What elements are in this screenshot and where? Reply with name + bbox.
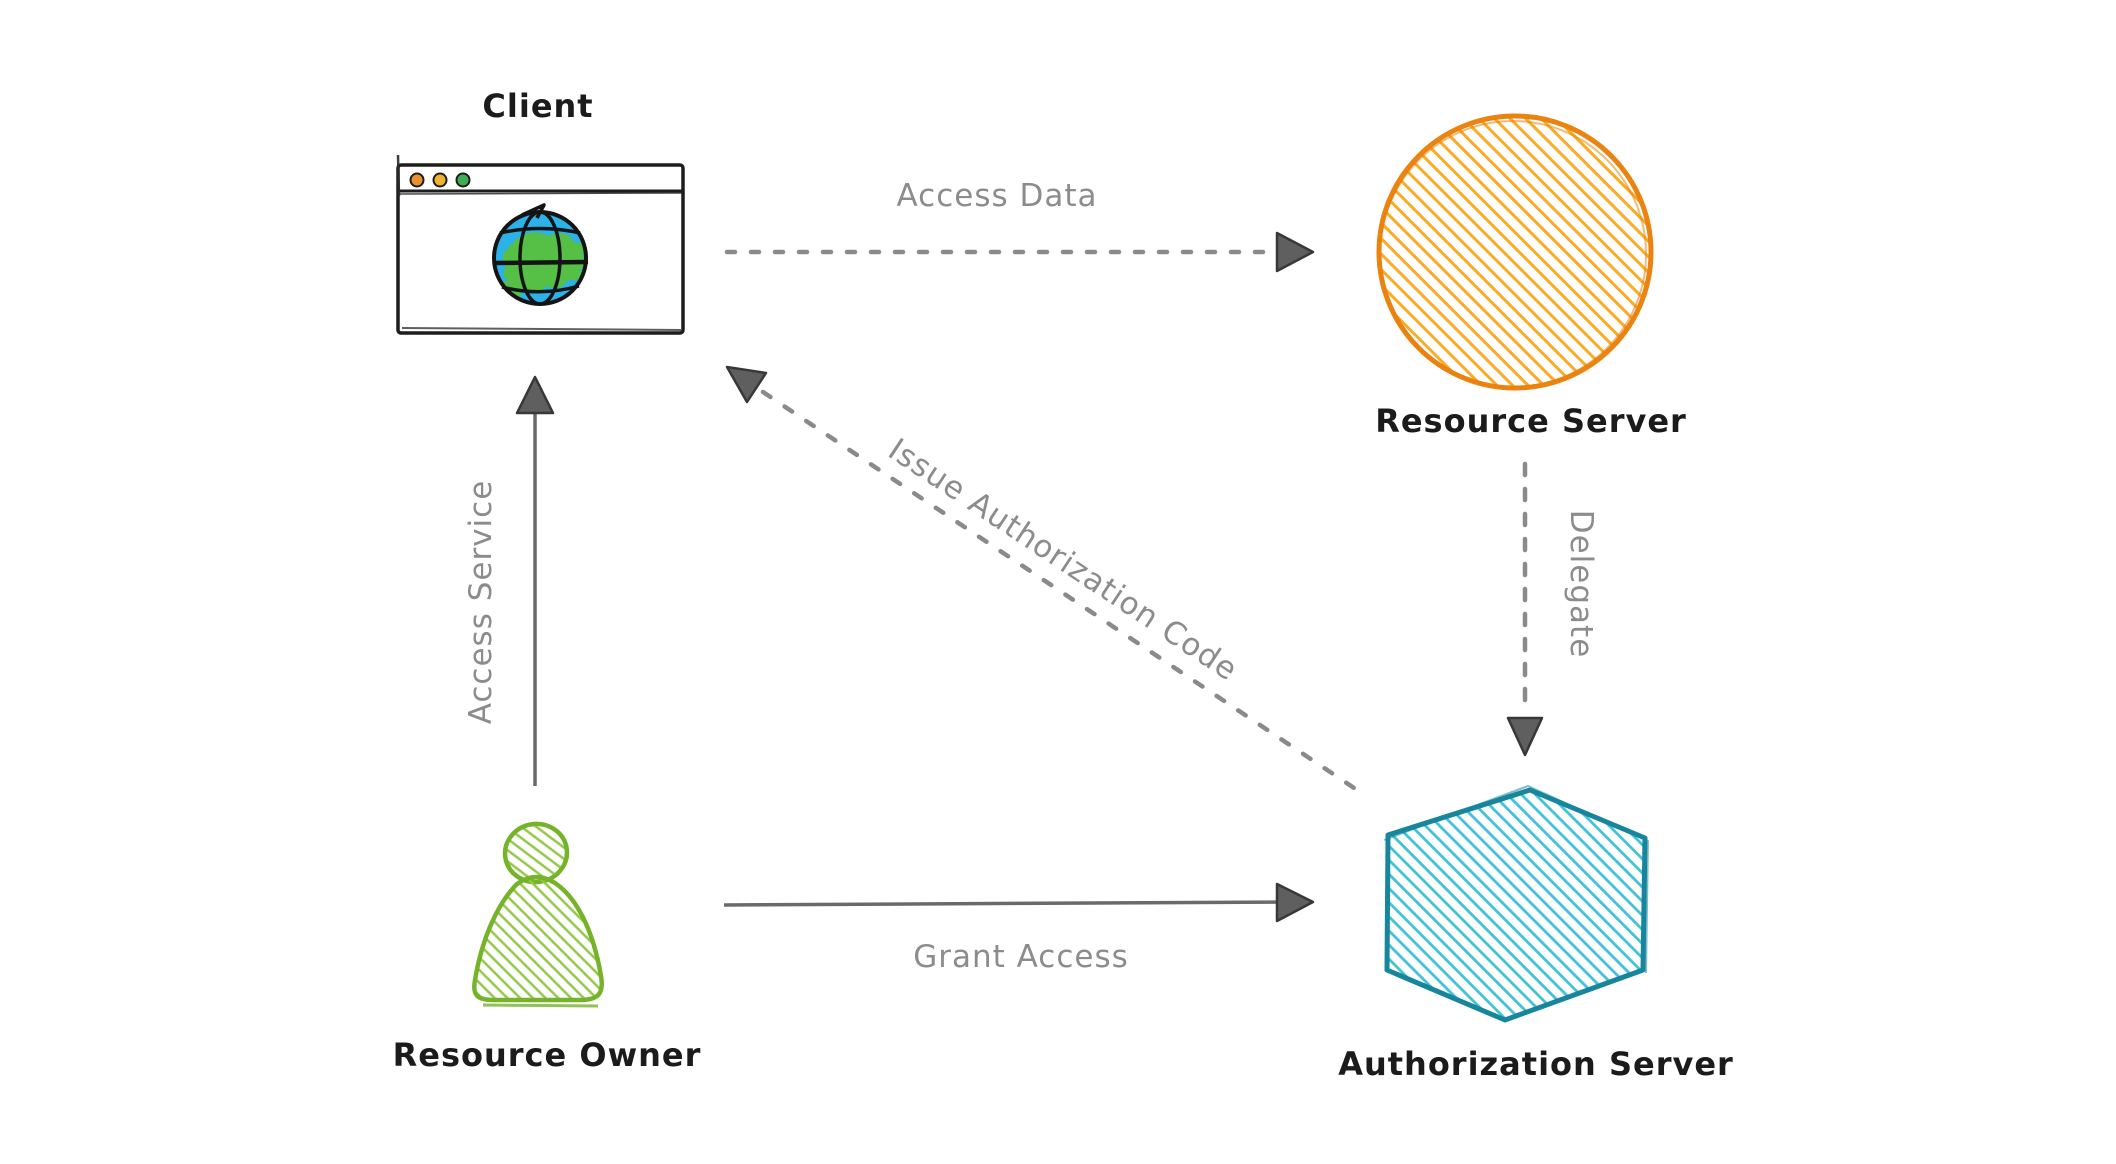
grant-access-arrowhead-icon xyxy=(1275,882,1315,923)
access-service-arrowhead-icon xyxy=(515,375,555,415)
globe-parallel-bottom xyxy=(501,284,580,294)
globe-equator xyxy=(492,259,589,266)
browser-titlebar-divider-sketch xyxy=(399,192,684,195)
client-node-label: Client xyxy=(482,87,594,125)
person-base-sketch xyxy=(482,1003,599,1008)
resource-server-node-label: Resource Server xyxy=(1375,402,1687,440)
browser-sketch-bottom xyxy=(401,327,682,331)
delegate-edge-label: Delegate xyxy=(1563,509,1599,659)
grant-access-arrow xyxy=(723,882,1315,923)
resource-owner-person-icon xyxy=(472,821,604,1008)
resource-owner-node-label: Resource Owner xyxy=(392,1036,702,1074)
globe-icon xyxy=(492,203,589,306)
delegate-arrowhead-icon xyxy=(1506,716,1544,757)
authorization-server-node-label: Authorization Server xyxy=(1338,1045,1734,1083)
browser-dot-orange-icon xyxy=(409,172,425,188)
grant-access-edge-label: Grant Access xyxy=(913,939,1129,975)
authorization-server-sketch-stroke xyxy=(1383,784,1650,974)
access-data-arrowhead-icon xyxy=(1275,231,1315,273)
resource-server-circle xyxy=(1376,113,1654,391)
access-service-arrow xyxy=(515,375,555,786)
browser-dot-green-icon xyxy=(455,172,471,188)
authorization-server-hexagon xyxy=(1383,784,1650,1023)
person-body xyxy=(472,874,604,1003)
access-service-edge-label: Access Service xyxy=(463,479,499,725)
access-data-edge-label: Access Data xyxy=(896,178,1098,214)
resource-server-shape xyxy=(1376,113,1654,391)
access-data-arrow xyxy=(724,231,1315,273)
authorization-server-shape xyxy=(1384,787,1648,1023)
resource-server-sketch-stroke xyxy=(1379,120,1647,388)
issue-authorization-code-line xyxy=(760,389,1360,793)
grant-access-line xyxy=(723,900,1284,907)
client-browser-icon xyxy=(396,154,685,335)
issue-authorization-code-arrow xyxy=(725,365,1360,793)
delegate-arrow xyxy=(1506,461,1544,757)
globe-parallel-top xyxy=(499,226,581,235)
issue-authorization-code-arrowhead-icon xyxy=(725,365,768,404)
browser-dot-yellow-icon xyxy=(432,172,448,188)
browser-sketch-overshoot xyxy=(396,154,401,197)
globe-sketch-tuft xyxy=(521,203,546,219)
